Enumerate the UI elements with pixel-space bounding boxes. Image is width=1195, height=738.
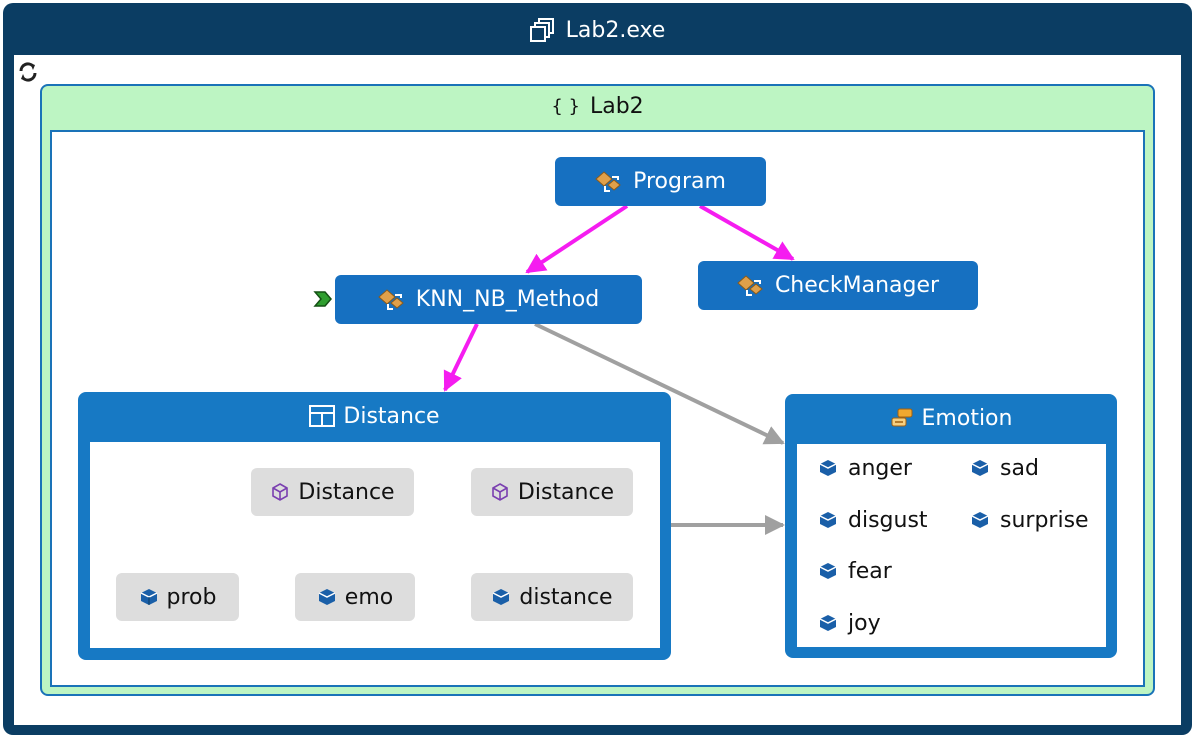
field-distance[interactable]: distance (471, 573, 633, 621)
emotion-enum-body (797, 444, 1106, 647)
enum-member-icon (818, 613, 838, 633)
checkmanager-class-node[interactable]: CheckManager (698, 261, 978, 310)
enum-member-label: disgust (848, 507, 928, 533)
field-icon (139, 587, 159, 607)
program-label: Program (633, 169, 726, 194)
namespace-label: Lab2 (589, 93, 644, 119)
enum-member-icon (970, 510, 990, 530)
edge-program-knn (525, 204, 629, 274)
field-label: emo (344, 584, 394, 610)
distance-struct-label: Distance (343, 403, 440, 429)
program-class-node[interactable]: Program (555, 157, 766, 206)
enum-member-fear[interactable]: fear (818, 555, 892, 587)
enum-member-sad[interactable]: sad (970, 452, 1039, 484)
distance-struct-header[interactable]: Distance (78, 398, 671, 434)
field-icon (317, 587, 337, 607)
emotion-enum-label: Emotion (921, 405, 1013, 431)
field-label: distance (519, 584, 613, 610)
emotion-enum-header[interactable]: Emotion (785, 400, 1117, 436)
enum-member-anger[interactable]: anger (818, 452, 912, 484)
distance-constructor-1[interactable]: Distance (251, 468, 414, 516)
namespace-header[interactable]: { } Lab2 (40, 90, 1155, 122)
class-icon (378, 287, 408, 313)
enum-member-label: sad (1000, 455, 1039, 481)
refresh-icon[interactable] (16, 60, 40, 84)
enum-icon (890, 407, 914, 429)
field-label: prob (166, 584, 217, 610)
constructor-label: Distance (517, 479, 615, 505)
struct-icon (309, 405, 336, 427)
edge-knn-emotion (534, 322, 785, 445)
constructor-label: Distance (298, 479, 395, 505)
assembly-title-bar[interactable]: Lab2.exe (0, 13, 1195, 47)
edge-knn-distance (443, 323, 479, 392)
field-prob[interactable]: prob (116, 573, 239, 621)
enum-member-icon (818, 561, 838, 581)
class-icon (737, 273, 767, 299)
namespace-braces-icon: { } (551, 95, 580, 117)
method-cube-icon (490, 482, 510, 502)
enum-member-surprise[interactable]: surprise (970, 504, 1089, 536)
edge-program-checkmanager (699, 204, 795, 261)
enum-member-label: fear (848, 558, 892, 584)
method-cube-icon (270, 482, 290, 502)
field-emo[interactable]: emo (295, 573, 415, 621)
class-icon (595, 169, 625, 195)
enum-member-icon (818, 458, 838, 478)
enum-member-icon (818, 510, 838, 530)
enum-member-icon (970, 458, 990, 478)
enum-member-joy[interactable]: joy (818, 607, 881, 639)
enum-member-disgust[interactable]: disgust (818, 504, 928, 536)
enum-member-label: surprise (1000, 507, 1089, 533)
assembly-title: Lab2.exe (565, 17, 666, 43)
distance-constructor-2[interactable]: Distance (471, 468, 633, 516)
enum-member-label: joy (848, 610, 881, 636)
knn-label: KNN_NB_Method (415, 287, 600, 312)
enum-member-label: anger (848, 455, 912, 481)
knn-class-node[interactable]: KNN_NB_Method (335, 275, 642, 324)
checkmanager-label: CheckManager (774, 273, 940, 298)
field-icon (491, 587, 511, 607)
entry-point-arrow-icon (313, 289, 333, 309)
assembly-icon (529, 17, 556, 43)
